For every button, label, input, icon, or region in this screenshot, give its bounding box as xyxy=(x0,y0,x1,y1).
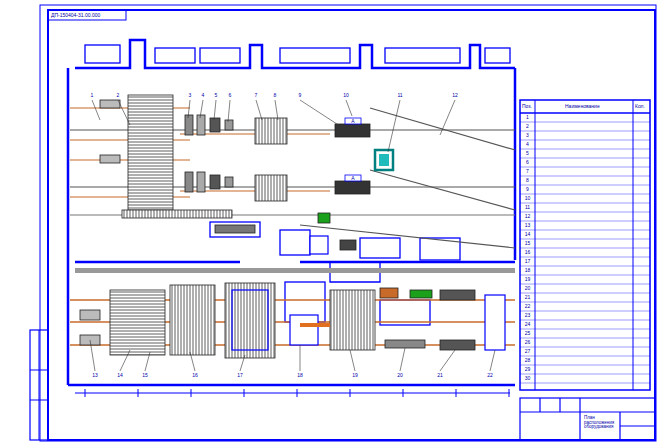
callout-number: 10 xyxy=(342,93,350,98)
callout-number: 6 xyxy=(228,93,233,98)
table-cell: 27 xyxy=(525,349,531,354)
callout-number: 8 xyxy=(273,93,278,98)
table-rule xyxy=(520,266,650,267)
callout-number: 20 xyxy=(396,373,404,378)
table-rule xyxy=(520,140,650,141)
table-cell: 12 xyxy=(525,214,531,219)
view-letter: А xyxy=(351,176,354,181)
table-rule xyxy=(520,320,650,321)
callout-number: 15 xyxy=(141,373,149,378)
callout-number: 4 xyxy=(201,93,206,98)
view-letter: А xyxy=(351,119,354,124)
table-cell: 14 xyxy=(525,232,531,237)
table-cell: 7 xyxy=(526,169,529,174)
table-cell: 15 xyxy=(525,241,531,246)
table-cell: 22 xyxy=(525,304,531,309)
table-cell: 10 xyxy=(525,196,531,201)
callout-number: 22 xyxy=(486,373,494,378)
callout-number: 9 xyxy=(298,93,303,98)
table-rule xyxy=(520,158,650,159)
table-cell: 25 xyxy=(525,331,531,336)
table-cell: 29 xyxy=(525,367,531,372)
table-cell: 24 xyxy=(525,322,531,327)
drawing-code: ДП-150404-31.00.000 xyxy=(51,13,100,18)
callout-number: 17 xyxy=(236,373,244,378)
table-rule xyxy=(520,122,650,123)
table-rule xyxy=(520,149,650,150)
table-rule xyxy=(520,311,650,312)
callout-number: 19 xyxy=(351,373,359,378)
table-cell: 8 xyxy=(526,178,529,183)
sheet-title: План расположения оборудования xyxy=(584,416,618,430)
callout-number: 11 xyxy=(396,93,403,98)
table-cell: 23 xyxy=(525,313,531,318)
table-cell: 5 xyxy=(526,151,529,156)
table-rule xyxy=(520,284,650,285)
callout-number: 5 xyxy=(214,93,219,98)
table-rule xyxy=(520,356,650,357)
table-rule xyxy=(520,257,650,258)
callout-number: 14 xyxy=(116,373,124,378)
callout-number: 2 xyxy=(116,93,121,98)
table-cell: 6 xyxy=(526,160,529,165)
table-rule xyxy=(520,383,650,384)
table-header: Поз. xyxy=(522,104,532,109)
table-cell: 3 xyxy=(526,133,529,138)
table-cell: 19 xyxy=(525,277,531,282)
table-rule xyxy=(520,329,650,330)
table-rule xyxy=(520,194,650,195)
table-cell: 20 xyxy=(525,286,531,291)
table-rule xyxy=(520,203,650,204)
table-cell: 13 xyxy=(525,223,531,228)
table-rule xyxy=(520,275,650,276)
table-header: Наименование xyxy=(565,104,600,109)
table-cell: 16 xyxy=(525,250,531,255)
callout-number: 16 xyxy=(191,373,199,378)
callout-number: 13 xyxy=(91,373,99,378)
table-cell: 18 xyxy=(525,268,531,273)
table-rule xyxy=(520,167,650,168)
table-cell: 2 xyxy=(526,124,529,129)
table-cell: 1 xyxy=(526,115,529,120)
callout-number: 12 xyxy=(451,93,459,98)
table-rule xyxy=(520,221,650,222)
callout-number: 7 xyxy=(254,93,259,98)
table-rule xyxy=(520,176,650,177)
callout-number: 1 xyxy=(90,93,95,98)
table-cell: 17 xyxy=(525,259,531,264)
table-rule xyxy=(520,239,650,240)
table-rule xyxy=(520,302,650,303)
table-cell: 26 xyxy=(525,340,531,345)
table-rule xyxy=(520,293,650,294)
table-rule xyxy=(520,185,650,186)
table-cell: 4 xyxy=(526,142,529,147)
callout-number: 3 xyxy=(188,93,193,98)
table-cell: 28 xyxy=(525,358,531,363)
callout-number: 18 xyxy=(296,373,304,378)
table-cell: 9 xyxy=(526,187,529,192)
table-rule xyxy=(520,347,650,348)
table-rule xyxy=(520,131,650,132)
table-rule xyxy=(520,230,650,231)
table-rule xyxy=(520,374,650,375)
table-rule xyxy=(520,212,650,213)
table-cell: 30 xyxy=(525,376,531,381)
table-cell: 21 xyxy=(525,295,531,300)
table-header: Кол. xyxy=(635,104,645,109)
table-rule xyxy=(520,248,650,249)
callout-number: 21 xyxy=(436,373,444,378)
table-rule xyxy=(520,338,650,339)
table-cell: 11 xyxy=(525,205,530,210)
table-rule xyxy=(520,365,650,366)
